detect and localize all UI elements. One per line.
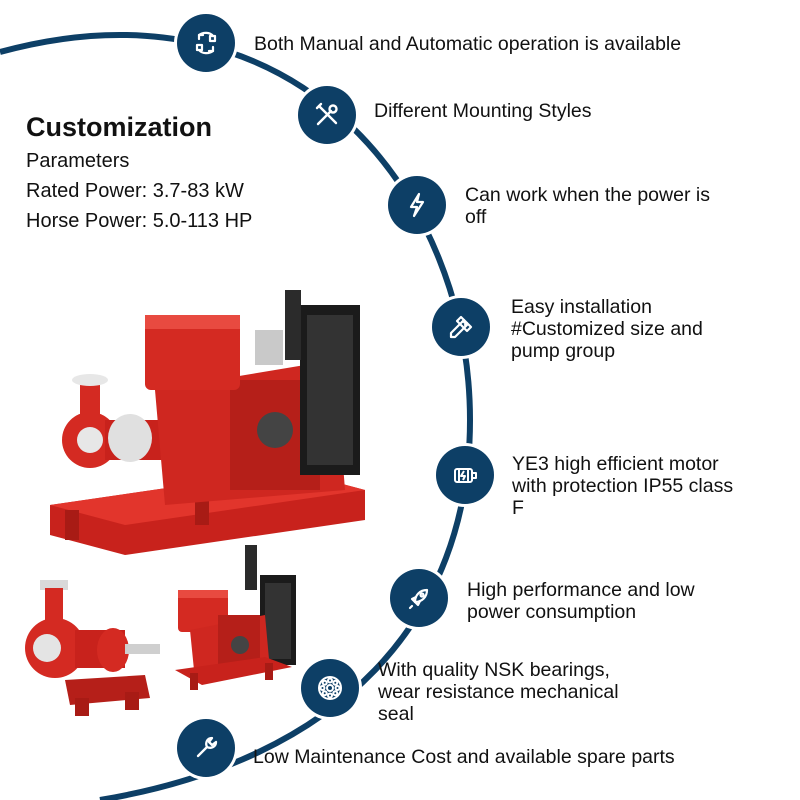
end-suction-pump-image (25, 580, 160, 716)
feature-text-1: Both Manual and Automatic operation is a… (254, 33, 682, 55)
motor-icon (436, 446, 494, 504)
feature-text-2: Different Mounting Styles (374, 100, 592, 122)
wrench-icon (177, 719, 235, 777)
feature-text-4: Easy installation #Customized size and p… (511, 296, 703, 362)
feature-text-8: Low Maintenance Cost and available spare… (253, 746, 675, 768)
feature-text-3: Can work when the power is off (465, 184, 710, 228)
rated-power-text: Rated Power: 3.7-83 kW (26, 180, 244, 202)
pencil-ruler-icon (432, 298, 490, 356)
tools-icon (298, 86, 356, 144)
feature-text-6: High performance and low power consumpti… (467, 579, 695, 623)
customization-heading: Customization (26, 112, 212, 142)
parameters-label: Parameters (26, 150, 130, 172)
rocket-icon (390, 569, 448, 627)
feature-text-7: With quality NSK bearings, wear resistan… (378, 659, 619, 725)
feature-text-5: YE3 high efficient motor with protection… (512, 453, 734, 519)
lightning-icon (388, 176, 446, 234)
horse-power-text: Horse Power: 5.0-113 HP (26, 210, 253, 232)
bearing-icon (301, 659, 359, 717)
diesel-engine-pump-set-image (50, 290, 365, 555)
refresh-arrows-icon (177, 14, 235, 72)
diesel-engine-image (175, 545, 296, 690)
